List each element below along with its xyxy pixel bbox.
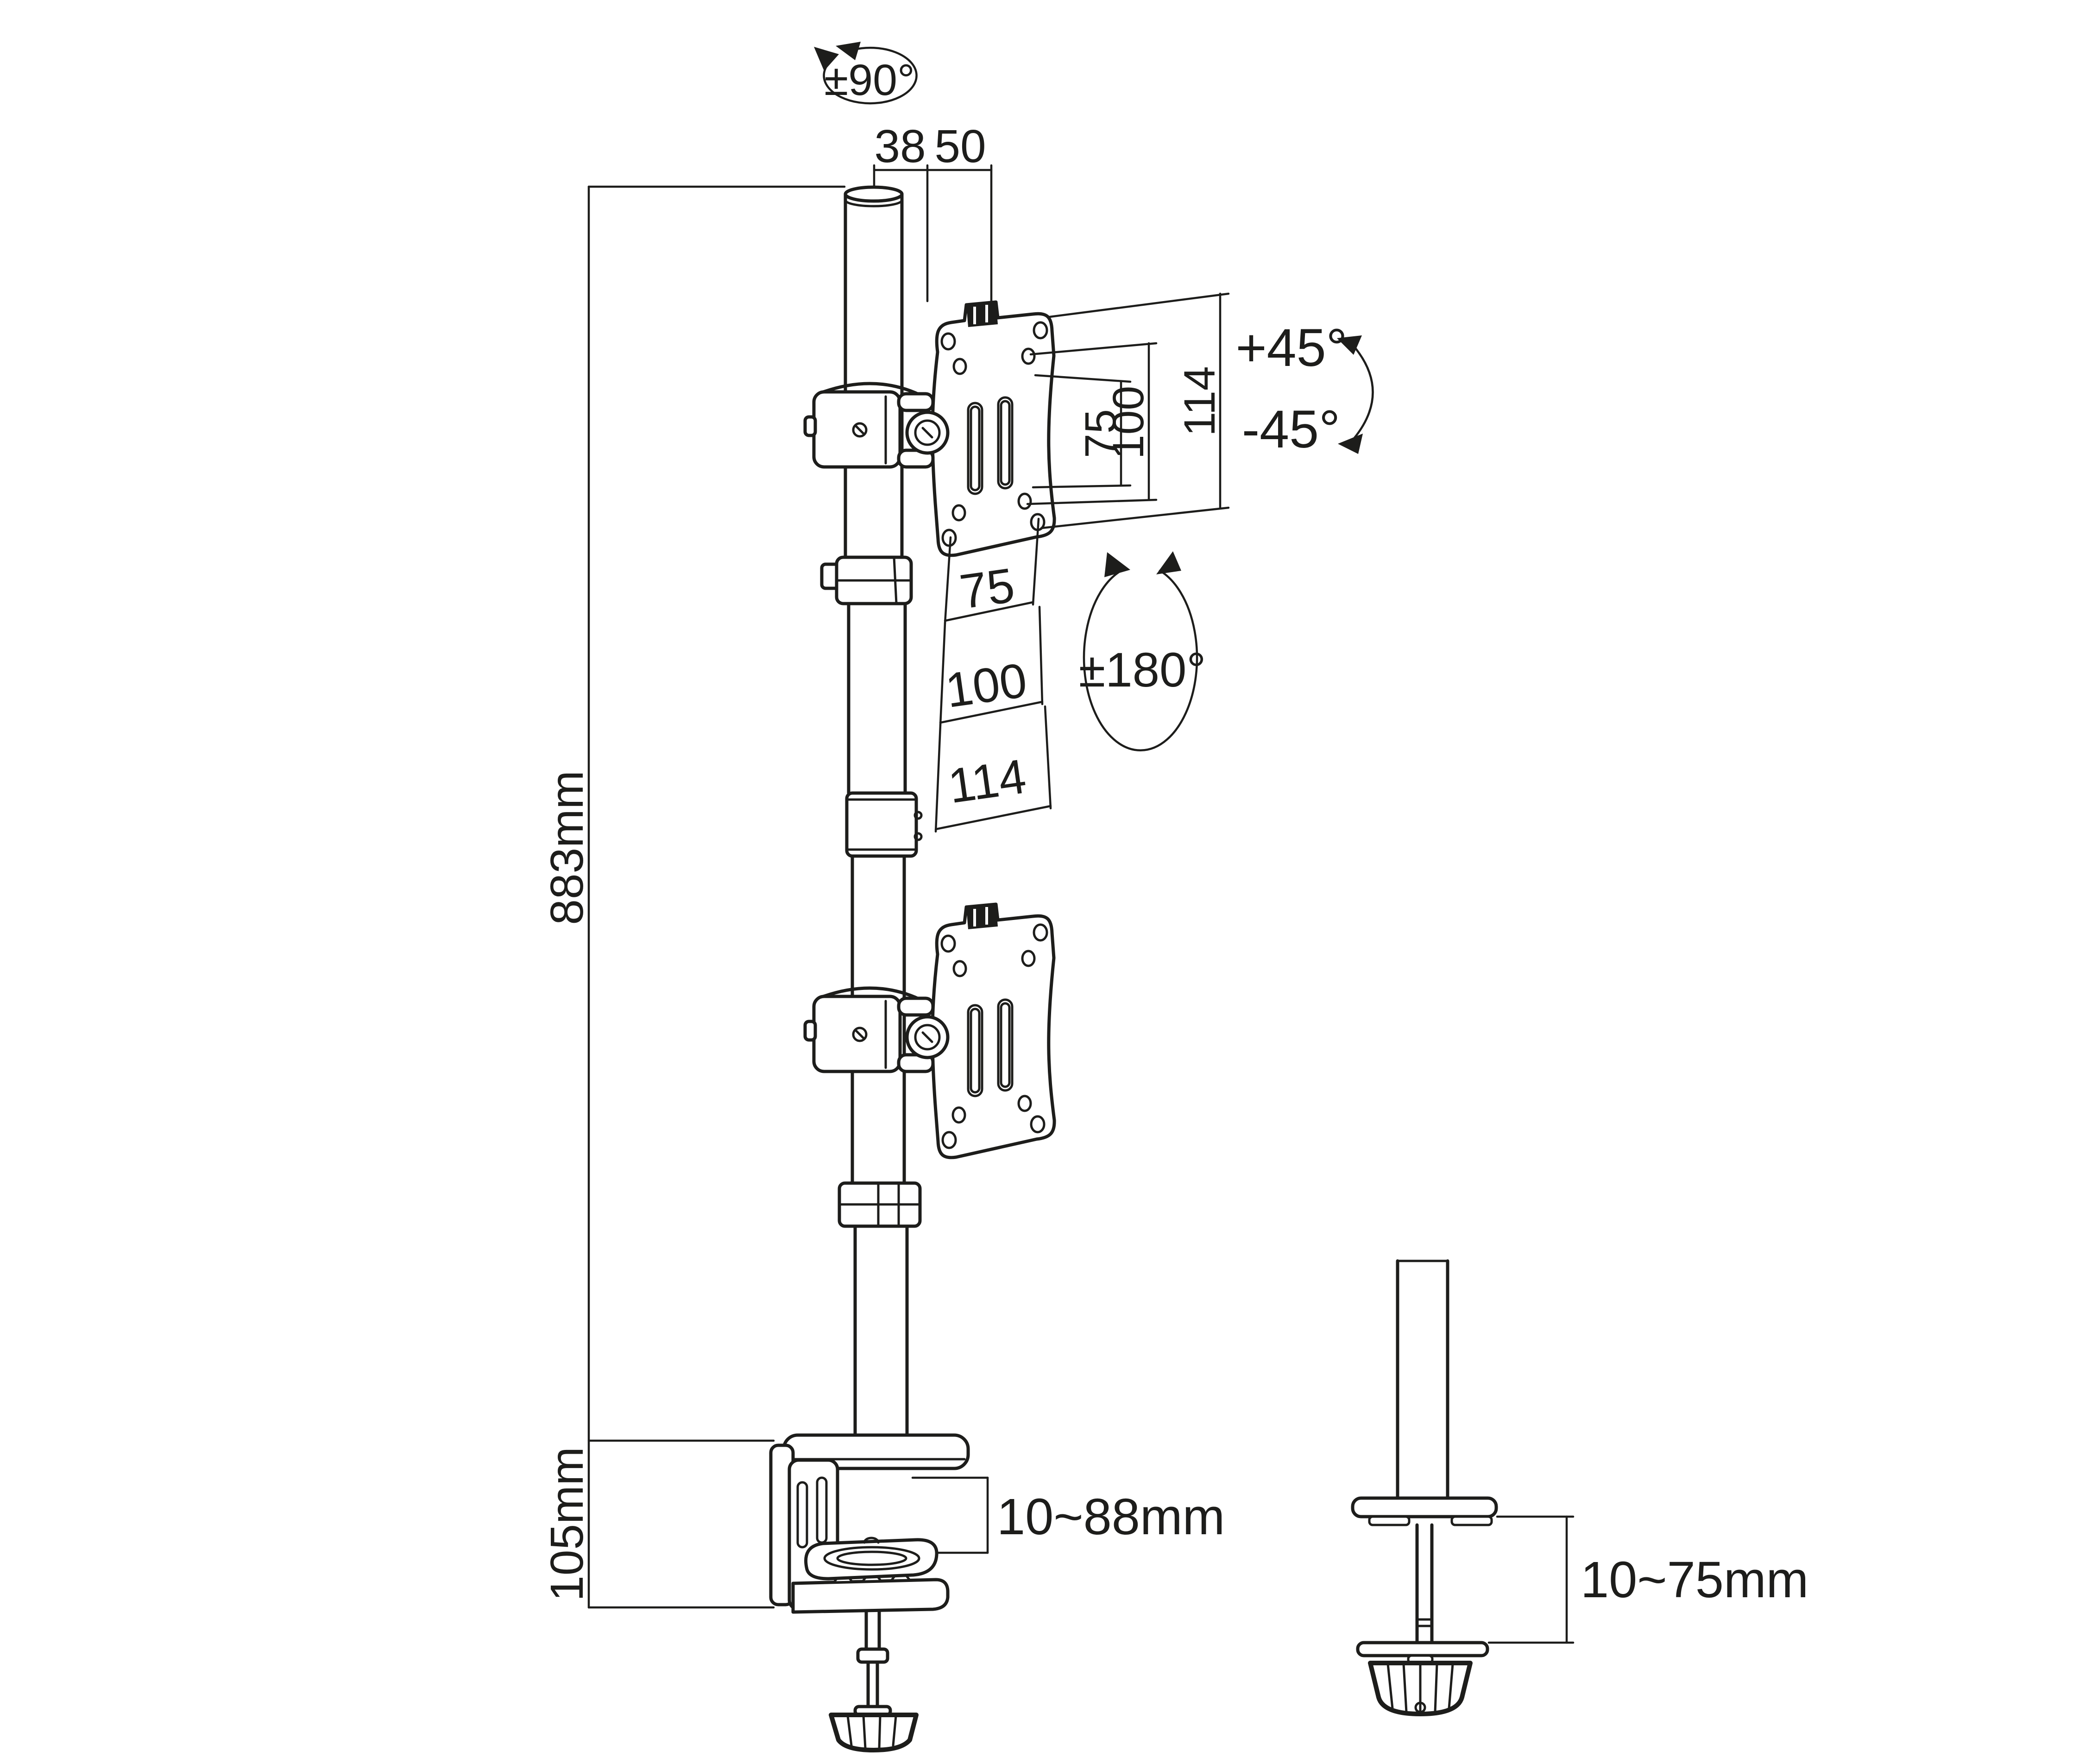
vesa-mount-upper (805, 302, 1054, 555)
tilt-up-label: +45° (1235, 318, 1347, 378)
dim-vesa-horizontal: 75 100 114 (934, 517, 1052, 833)
pole-height-label: 883mm (541, 770, 593, 925)
tilt-down-label: -45° (1242, 400, 1340, 459)
dim-top-offsets: 38 50 (873, 120, 993, 313)
pole-ring-bottom (838, 1181, 922, 1228)
vesa-mount-lower (805, 904, 1054, 1158)
desk-clamp (769, 1433, 970, 1752)
dim-grommet-range: 10~75mm (1487, 1515, 1808, 1644)
dim-clamp-range: 10~88mm (911, 1476, 1225, 1554)
vesa-rotation-label: ±180° (1079, 643, 1206, 697)
tilt-annotation: +45° -45° (1235, 318, 1374, 459)
vesa-vertical-100: 100 (1104, 386, 1153, 460)
pole-ring-middle (845, 791, 923, 858)
vesa-horizontal-75: 75 (957, 558, 1018, 619)
vesa-horizontal-100: 100 (942, 653, 1030, 718)
vesa-horizontal-114: 114 (945, 749, 1029, 813)
pole-collar-clip (820, 555, 913, 605)
dim-vesa-vertical: 75 100 114 (1026, 292, 1230, 529)
vesa-vertical-75: 75 (1076, 409, 1125, 458)
clamp-range-label: 10~88mm (997, 1488, 1225, 1545)
dim-50-label: 50 (934, 120, 986, 172)
dim-pole-height: 883mm 105mm (541, 185, 846, 1609)
pole-rotation-label: ±90° (824, 56, 915, 105)
clamp-height-label: 105mm (541, 1447, 593, 1601)
dim-38-label: 38 (874, 120, 926, 172)
rotation-90-icon: ±90° (814, 42, 918, 105)
grommet-mount (1351, 1259, 1498, 1716)
vesa-vertical-114: 114 (1175, 366, 1224, 436)
pole (820, 185, 923, 1440)
rotation-180-icon: ±180° (1079, 551, 1206, 751)
grommet-range-label: 10~75mm (1581, 1551, 1808, 1608)
